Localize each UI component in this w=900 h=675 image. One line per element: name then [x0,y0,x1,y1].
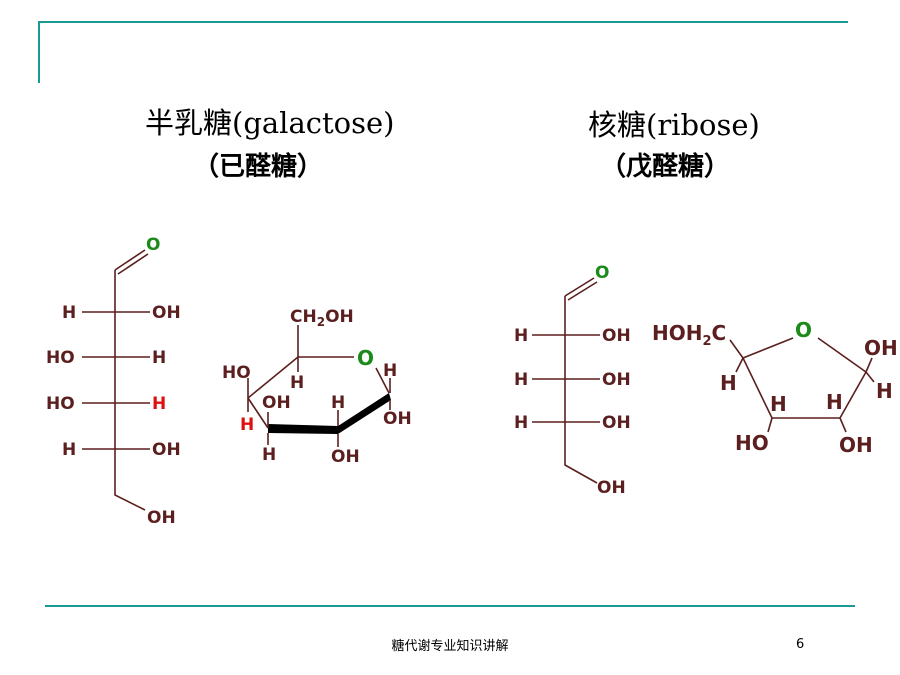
rib-bottom-oh: OH [597,478,626,498]
gal-ring-o: O [357,346,374,370]
ribose-backbone [564,296,598,484]
rib-row2-right: OH [602,370,631,390]
bottom-rule [45,605,855,607]
left-rule [38,21,40,83]
ribose-title: 核糖(ribose) [588,108,760,142]
galactose-fischer: O H OH HO H HO H H OH OH [46,235,181,528]
c4-ch2-bond [729,339,744,359]
rib-c1-oh: OH [864,336,898,360]
ring-bold-front [268,424,338,434]
c1-oh-bond [865,357,873,373]
footer-text: 糖代谢专业知识讲解 [391,639,509,654]
rib-hoh2c: HOH2C [652,321,726,349]
ribose-aldehyde-o: O [595,263,609,283]
ring-bond-c4-c3 [247,397,269,429]
rib-row1-left: H [514,326,528,346]
rib-c1-h: H [876,379,893,403]
gal-c1-h: H [383,361,397,381]
rib-row3-left: H [514,413,528,433]
c1-h-bond [865,371,875,383]
gal-row1-left: H [62,303,76,323]
gal-row3-right: H [152,394,166,414]
rib-ring-o: O [795,318,812,342]
ring-bond-c1-c2 [839,371,867,419]
rib-c2-h: H [826,390,843,414]
galactose-aldehyde-o: O [146,235,160,255]
gal-ch2oh: CH2OH [290,307,354,329]
gal-row2-left: HO [46,348,75,368]
galactose-subtitle: （已醛糖） [193,152,324,182]
rib-row2-left: H [514,370,528,390]
rib-row1-right: OH [602,326,631,346]
gal-row4-right: OH [152,440,181,460]
gal-c2-oh: OH [331,447,360,467]
galactose-backbone [114,270,146,511]
ring-bond-c5-c4 [247,356,299,399]
top-rule [38,21,848,23]
galactose-title: 半乳糖(galactose) [145,106,395,140]
rib-c3-ho: HO [735,431,769,455]
rib-c2-oh: OH [839,433,873,457]
gal-bottom-oh: OH [147,508,176,528]
rib-c4-h: H [720,371,737,395]
gal-row1-right: OH [152,303,181,323]
c2-oh-bond [839,417,847,433]
ring-bond-o-c4 [742,337,794,359]
gal-row3-left: HO [46,394,75,414]
gal-c4-ho: HO [222,363,251,383]
ribose-subtitle: （戊醛糖） [600,152,731,182]
c3-ho-bond [767,417,773,433]
c4-h-bond [735,357,744,373]
gal-c3-h: H [262,445,276,465]
ribose-aldehyde-double-bond [564,277,595,297]
gal-c4-h: H [240,415,254,435]
ring-bond-o-c1 [817,337,867,373]
gal-row2-right: H [152,348,166,368]
ring-bond-o-c1 [375,367,390,394]
rib-c3-h: H [770,392,787,416]
gal-c2-h: H [331,393,345,413]
page-number: 6 [796,637,805,652]
ribose-fischer: O H OH H OH H OH OH [514,263,631,498]
gal-row4-left: H [62,440,76,460]
gal-c5-h: H [290,373,304,393]
gal-c1-oh: OH [383,409,412,429]
aldehyde-double-bond-2 [117,253,149,275]
galactose-haworth: CH2OH O H OH H HO H OH H H OH [222,307,412,467]
aldehyde-double-bond [114,249,146,271]
ribose-aldehyde-double-bond-2 [567,281,598,301]
ring-bold-right [338,393,391,434]
ribose-haworth: HOH2C O OH H H H H HO OH [652,318,898,457]
rib-row3-right: OH [602,413,631,433]
ring-bond-c4-c3 [742,357,773,419]
gal-c3-oh: OH [262,393,291,413]
